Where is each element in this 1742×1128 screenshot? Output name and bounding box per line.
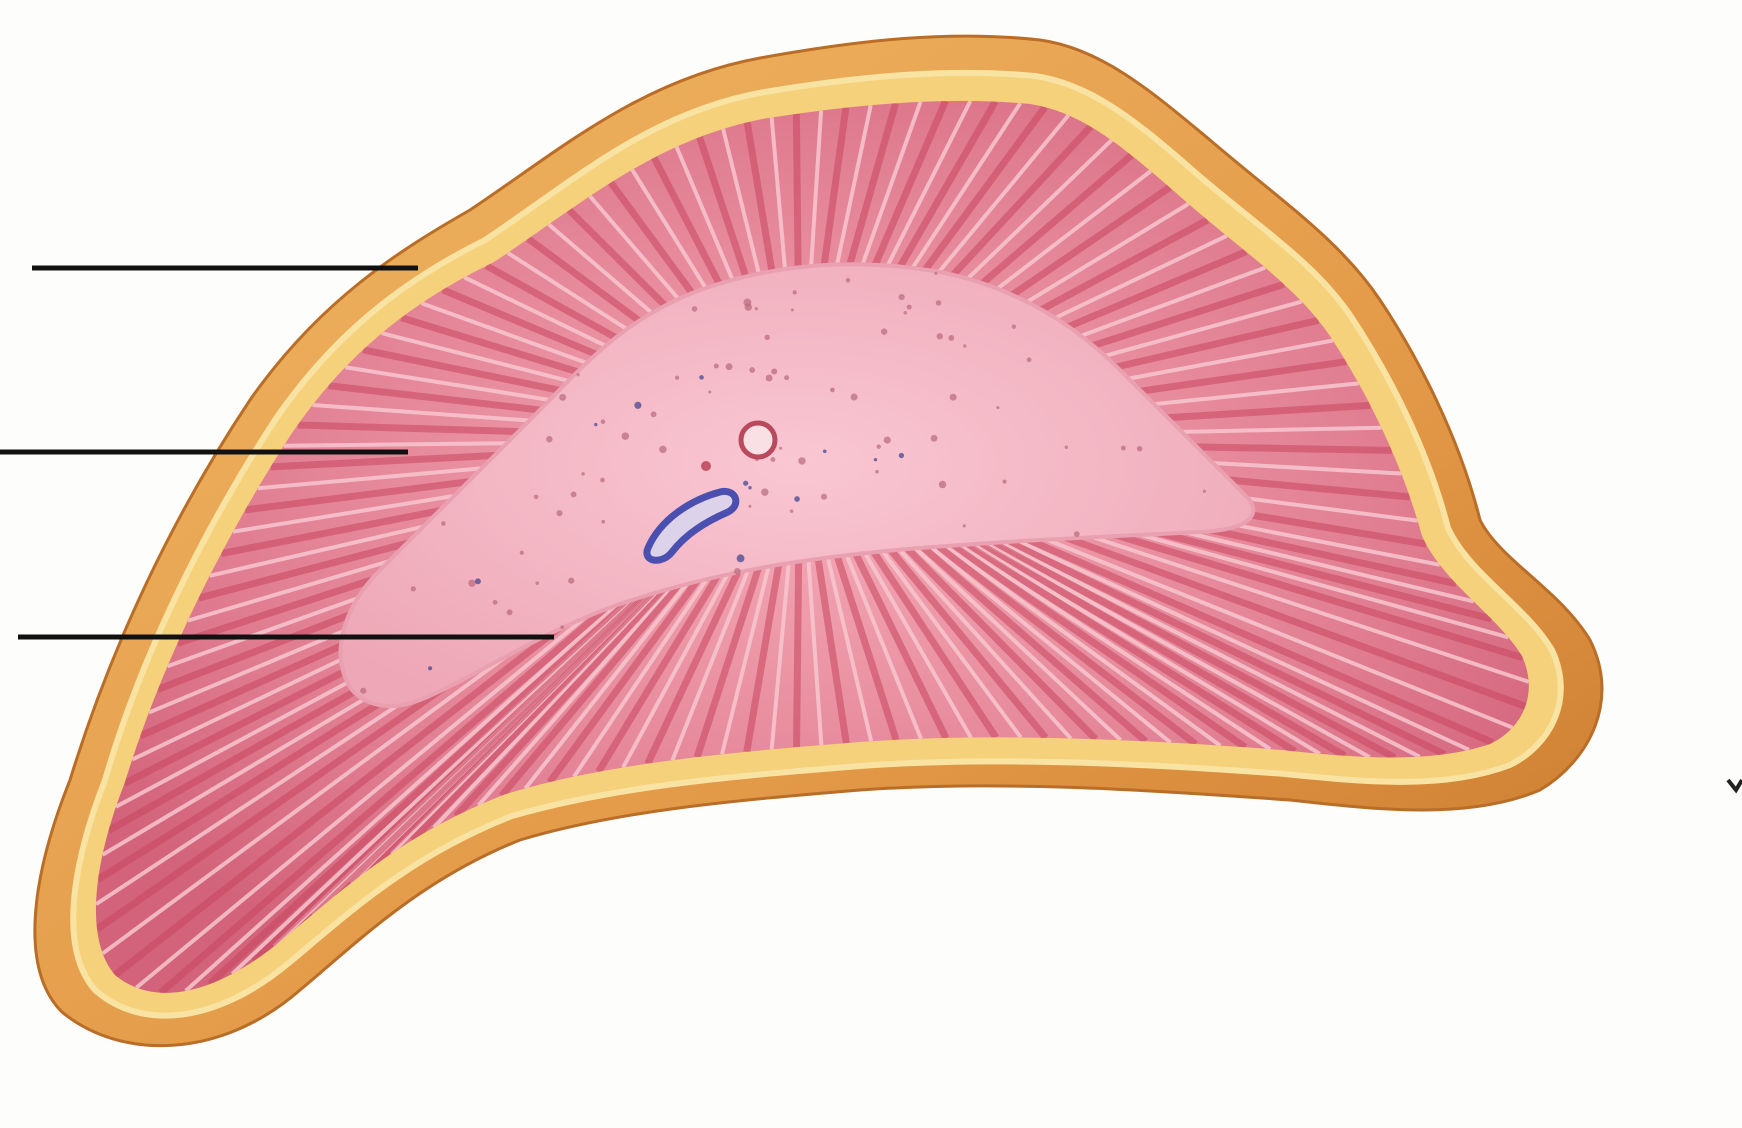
medulla-speckle bbox=[1065, 445, 1068, 448]
medulla-speckle bbox=[734, 568, 741, 575]
medulla-speckle bbox=[1203, 490, 1206, 493]
medulla-speckle bbox=[1002, 480, 1006, 484]
medulla-speckle bbox=[581, 472, 584, 475]
edge-mark bbox=[1728, 780, 1742, 790]
medulla-speckle bbox=[507, 609, 513, 615]
medulla-speckle bbox=[770, 457, 775, 462]
medulla-speckle bbox=[794, 496, 800, 502]
medulla-speckle bbox=[546, 436, 552, 442]
medulla-speckle bbox=[821, 494, 827, 500]
medulla-speckle bbox=[468, 580, 475, 587]
medulla-speckle bbox=[936, 300, 941, 305]
medulla-speckle bbox=[948, 335, 954, 341]
medulla-speckle bbox=[560, 625, 564, 629]
medulla-speckle bbox=[755, 307, 758, 310]
medulla-speckle bbox=[996, 406, 999, 409]
medulla-speckle bbox=[899, 294, 905, 300]
medulla-speckle bbox=[556, 510, 562, 516]
medulla-speckle bbox=[699, 375, 704, 380]
medulla-speckle bbox=[600, 478, 605, 483]
medulla-speckle bbox=[428, 666, 432, 670]
medulla-speckle bbox=[601, 520, 605, 524]
medulla-speckle bbox=[771, 368, 777, 374]
medulla-speckle bbox=[765, 335, 770, 340]
medulla-speckle bbox=[749, 367, 755, 373]
medulla-speckle bbox=[622, 432, 630, 440]
medulla-speckle bbox=[571, 492, 577, 498]
medulla-speckle bbox=[876, 444, 880, 448]
medulla-speckle bbox=[475, 578, 481, 584]
medulla-speckle bbox=[846, 278, 851, 283]
medulla-speckle bbox=[714, 364, 719, 369]
medulla-speckle bbox=[931, 435, 938, 442]
medulla-speckle bbox=[726, 363, 733, 370]
medulla-speckle bbox=[493, 600, 498, 605]
medulla-vessel-circle bbox=[741, 423, 775, 457]
medulla-speckle bbox=[899, 453, 904, 458]
medulla-speckle bbox=[884, 436, 891, 443]
medulla-speckle bbox=[830, 388, 835, 393]
medulla-vessel-dot bbox=[701, 461, 711, 471]
medulla-speckle bbox=[1137, 446, 1142, 451]
medulla-speckle bbox=[1027, 357, 1032, 362]
medulla-speckle bbox=[360, 688, 366, 694]
medulla-speckle bbox=[411, 586, 416, 591]
medulla-speckle bbox=[904, 311, 907, 314]
medulla-speckle bbox=[874, 458, 877, 461]
medulla-speckle bbox=[875, 470, 879, 474]
medulla-speckle bbox=[601, 419, 606, 424]
medulla-speckle bbox=[594, 423, 597, 426]
medulla-speckle bbox=[939, 481, 947, 489]
medulla-speckle bbox=[634, 402, 641, 409]
medulla-speckle bbox=[559, 394, 566, 401]
medulla-speckle bbox=[798, 457, 805, 464]
medulla-speckle bbox=[1074, 531, 1080, 537]
medulla-speckle bbox=[790, 509, 794, 513]
medulla-speckle bbox=[791, 309, 794, 312]
medulla-speckle bbox=[536, 581, 540, 585]
medulla-speckle bbox=[748, 505, 751, 508]
medulla-speckle bbox=[708, 391, 711, 394]
medulla-speckle bbox=[779, 447, 782, 450]
medulla-speckle bbox=[950, 394, 957, 401]
medulla-speckle bbox=[881, 328, 887, 334]
medulla-speckle bbox=[568, 578, 574, 584]
medulla-speckle bbox=[934, 272, 937, 275]
medulla-speckle bbox=[937, 333, 943, 339]
medulla-speckle bbox=[793, 290, 797, 294]
medulla-speckle bbox=[748, 486, 751, 489]
medulla-speckle bbox=[1121, 446, 1126, 451]
medulla-speckle bbox=[823, 449, 827, 453]
medulla-speckle bbox=[851, 394, 858, 401]
medulla-speckle bbox=[534, 495, 539, 500]
medulla-speckle bbox=[963, 344, 966, 347]
medulla-speckle bbox=[659, 446, 666, 453]
medulla-speckle bbox=[1012, 325, 1016, 329]
medulla-speckle bbox=[963, 524, 966, 527]
medulla-speckle bbox=[692, 306, 698, 312]
medulla-speckle bbox=[520, 551, 524, 555]
medulla-speckle bbox=[743, 481, 748, 486]
medulla-speckle bbox=[441, 521, 446, 526]
medulla-speckle bbox=[675, 376, 679, 380]
medulla-speckle bbox=[761, 488, 768, 495]
medulla-speckle bbox=[745, 303, 752, 310]
medulla-speckle bbox=[784, 375, 789, 380]
medulla-speckle bbox=[737, 554, 745, 562]
medulla-speckle bbox=[766, 375, 773, 382]
medulla-speckle bbox=[577, 373, 580, 376]
medulla-speckle bbox=[907, 305, 912, 310]
medulla-speckle bbox=[651, 411, 657, 417]
